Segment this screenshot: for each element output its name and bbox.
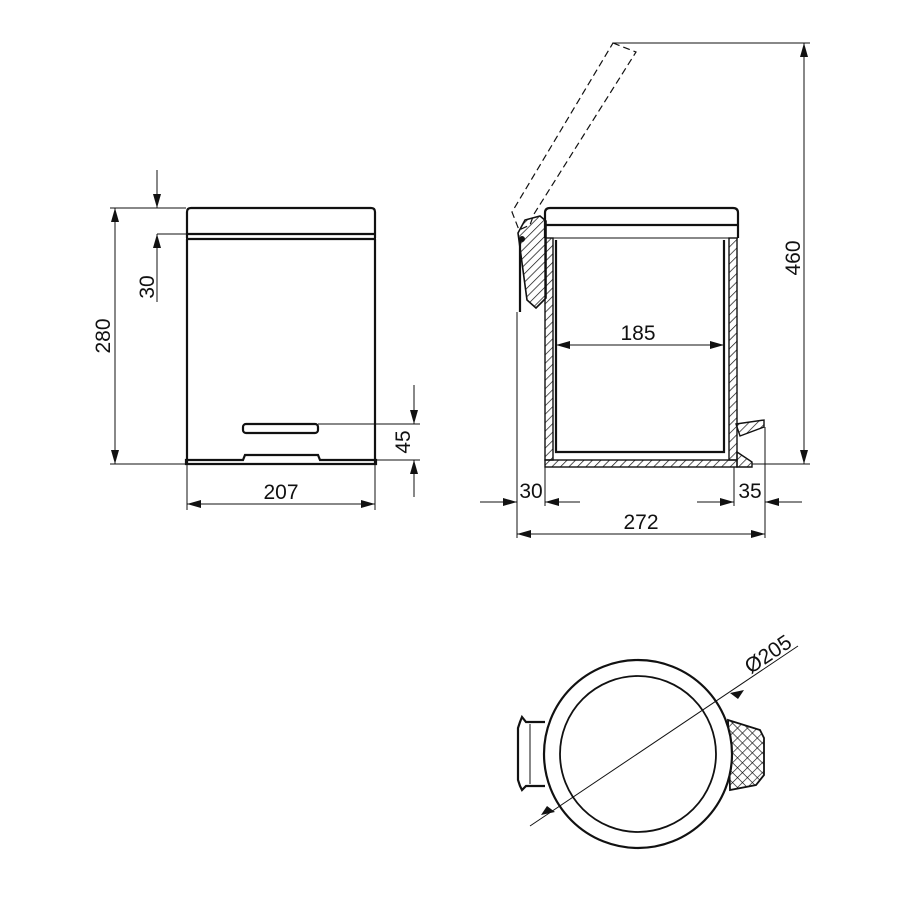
top-view: Ø205 — [516, 631, 799, 850]
dim-pedal-depth: 35 — [738, 480, 761, 503]
section-pedal — [735, 419, 765, 437]
dim-total-depth: 272 — [623, 511, 658, 534]
dim-total-height: 280 — [92, 318, 115, 353]
open-lid-outline — [511, 42, 637, 231]
dim-inner-width: 185 — [620, 322, 655, 345]
top-hinge — [516, 714, 545, 792]
front-lid — [185, 206, 377, 238]
inner-bucket — [554, 240, 726, 454]
front-base — [184, 453, 378, 466]
dim-pedal-height: 45 — [392, 430, 415, 453]
front-pedal — [241, 422, 320, 435]
inner-rim — [559, 675, 717, 833]
dim-lid-height: 30 — [136, 275, 159, 298]
dim-open-height: 460 — [782, 240, 805, 275]
top-pedal — [727, 718, 765, 792]
dim-rear-offset: 30 — [519, 480, 542, 503]
hinge-block — [517, 215, 547, 310]
dim-diameter: Ø205 — [741, 631, 796, 679]
section-lid — [543, 206, 740, 238]
section-base — [544, 459, 738, 468]
front-view: 280 30 45 207 — [92, 170, 420, 510]
section-view: 460 185 30 35 272 — [480, 42, 810, 538]
dim-width: 207 — [263, 481, 298, 504]
